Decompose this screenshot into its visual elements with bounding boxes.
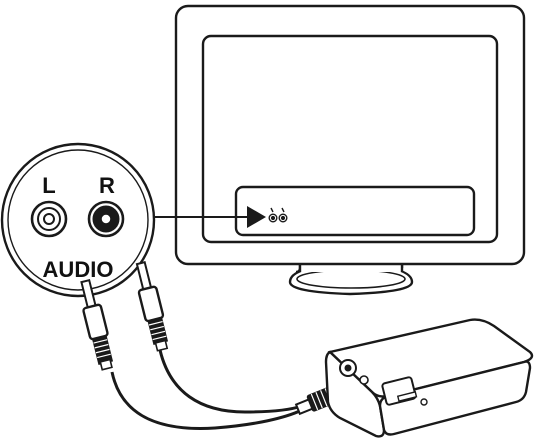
monitor-port-panel [234,185,476,237]
rca-cable-icon [80,260,353,430]
rca-jack-panel-icon: L R AUDIO [0,142,156,298]
left-rca-plug [80,279,114,371]
left-cable [110,371,303,430]
monitor-icon [174,4,526,296]
jack-label-left: L [42,173,55,198]
monitor-audio-jacks [268,207,288,223]
audio-label: AUDIO [43,257,114,282]
right-rca-plug [135,260,169,352]
right-cable [158,349,303,414]
media-player-device-icon [324,318,534,438]
left-jack [30,200,68,238]
right-jack [87,200,125,238]
jack-label-right: R [99,173,115,198]
